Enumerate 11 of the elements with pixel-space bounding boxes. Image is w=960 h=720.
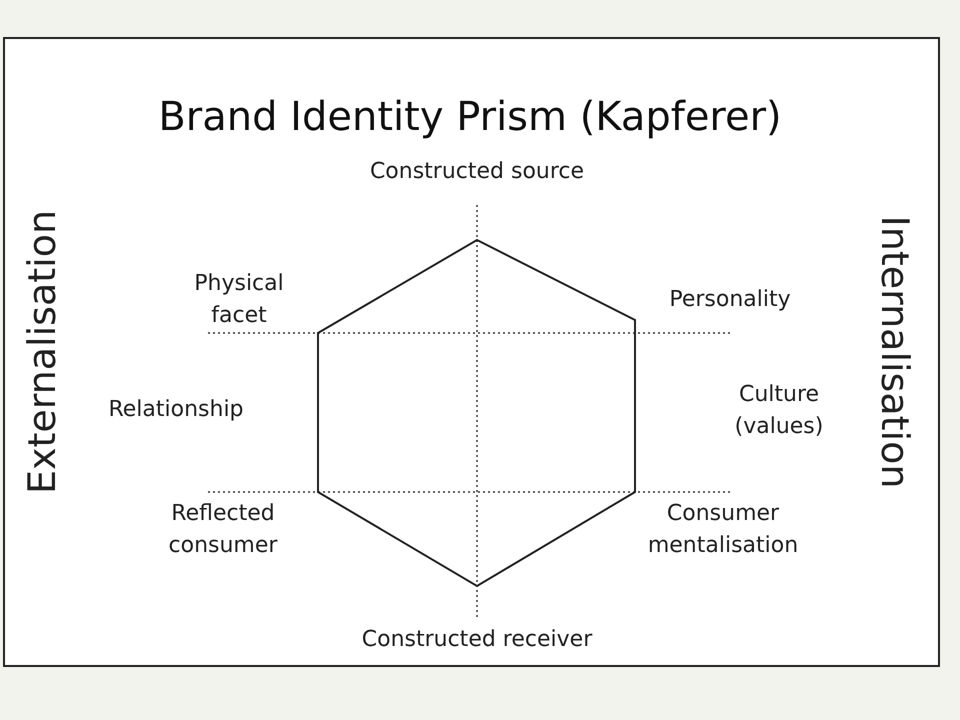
facet-label: Culture (values) bbox=[734, 381, 824, 441]
facet-label: Relationship bbox=[107, 396, 245, 424]
facet-label: Reflected consumer bbox=[168, 500, 278, 560]
axis-label: Externalisation bbox=[20, 208, 64, 496]
facet-label: Consumer mentalisation bbox=[646, 500, 800, 560]
axis-label: Internalisation bbox=[873, 214, 917, 490]
facet-label: Constructed receiver bbox=[360, 626, 594, 654]
facet-label: Physical facet bbox=[193, 270, 285, 330]
facet-label: Constructed source bbox=[368, 158, 586, 186]
facet-label: Personality bbox=[668, 286, 792, 314]
diagram-title: Brand Identity Prism (Kapferer) bbox=[157, 93, 783, 142]
